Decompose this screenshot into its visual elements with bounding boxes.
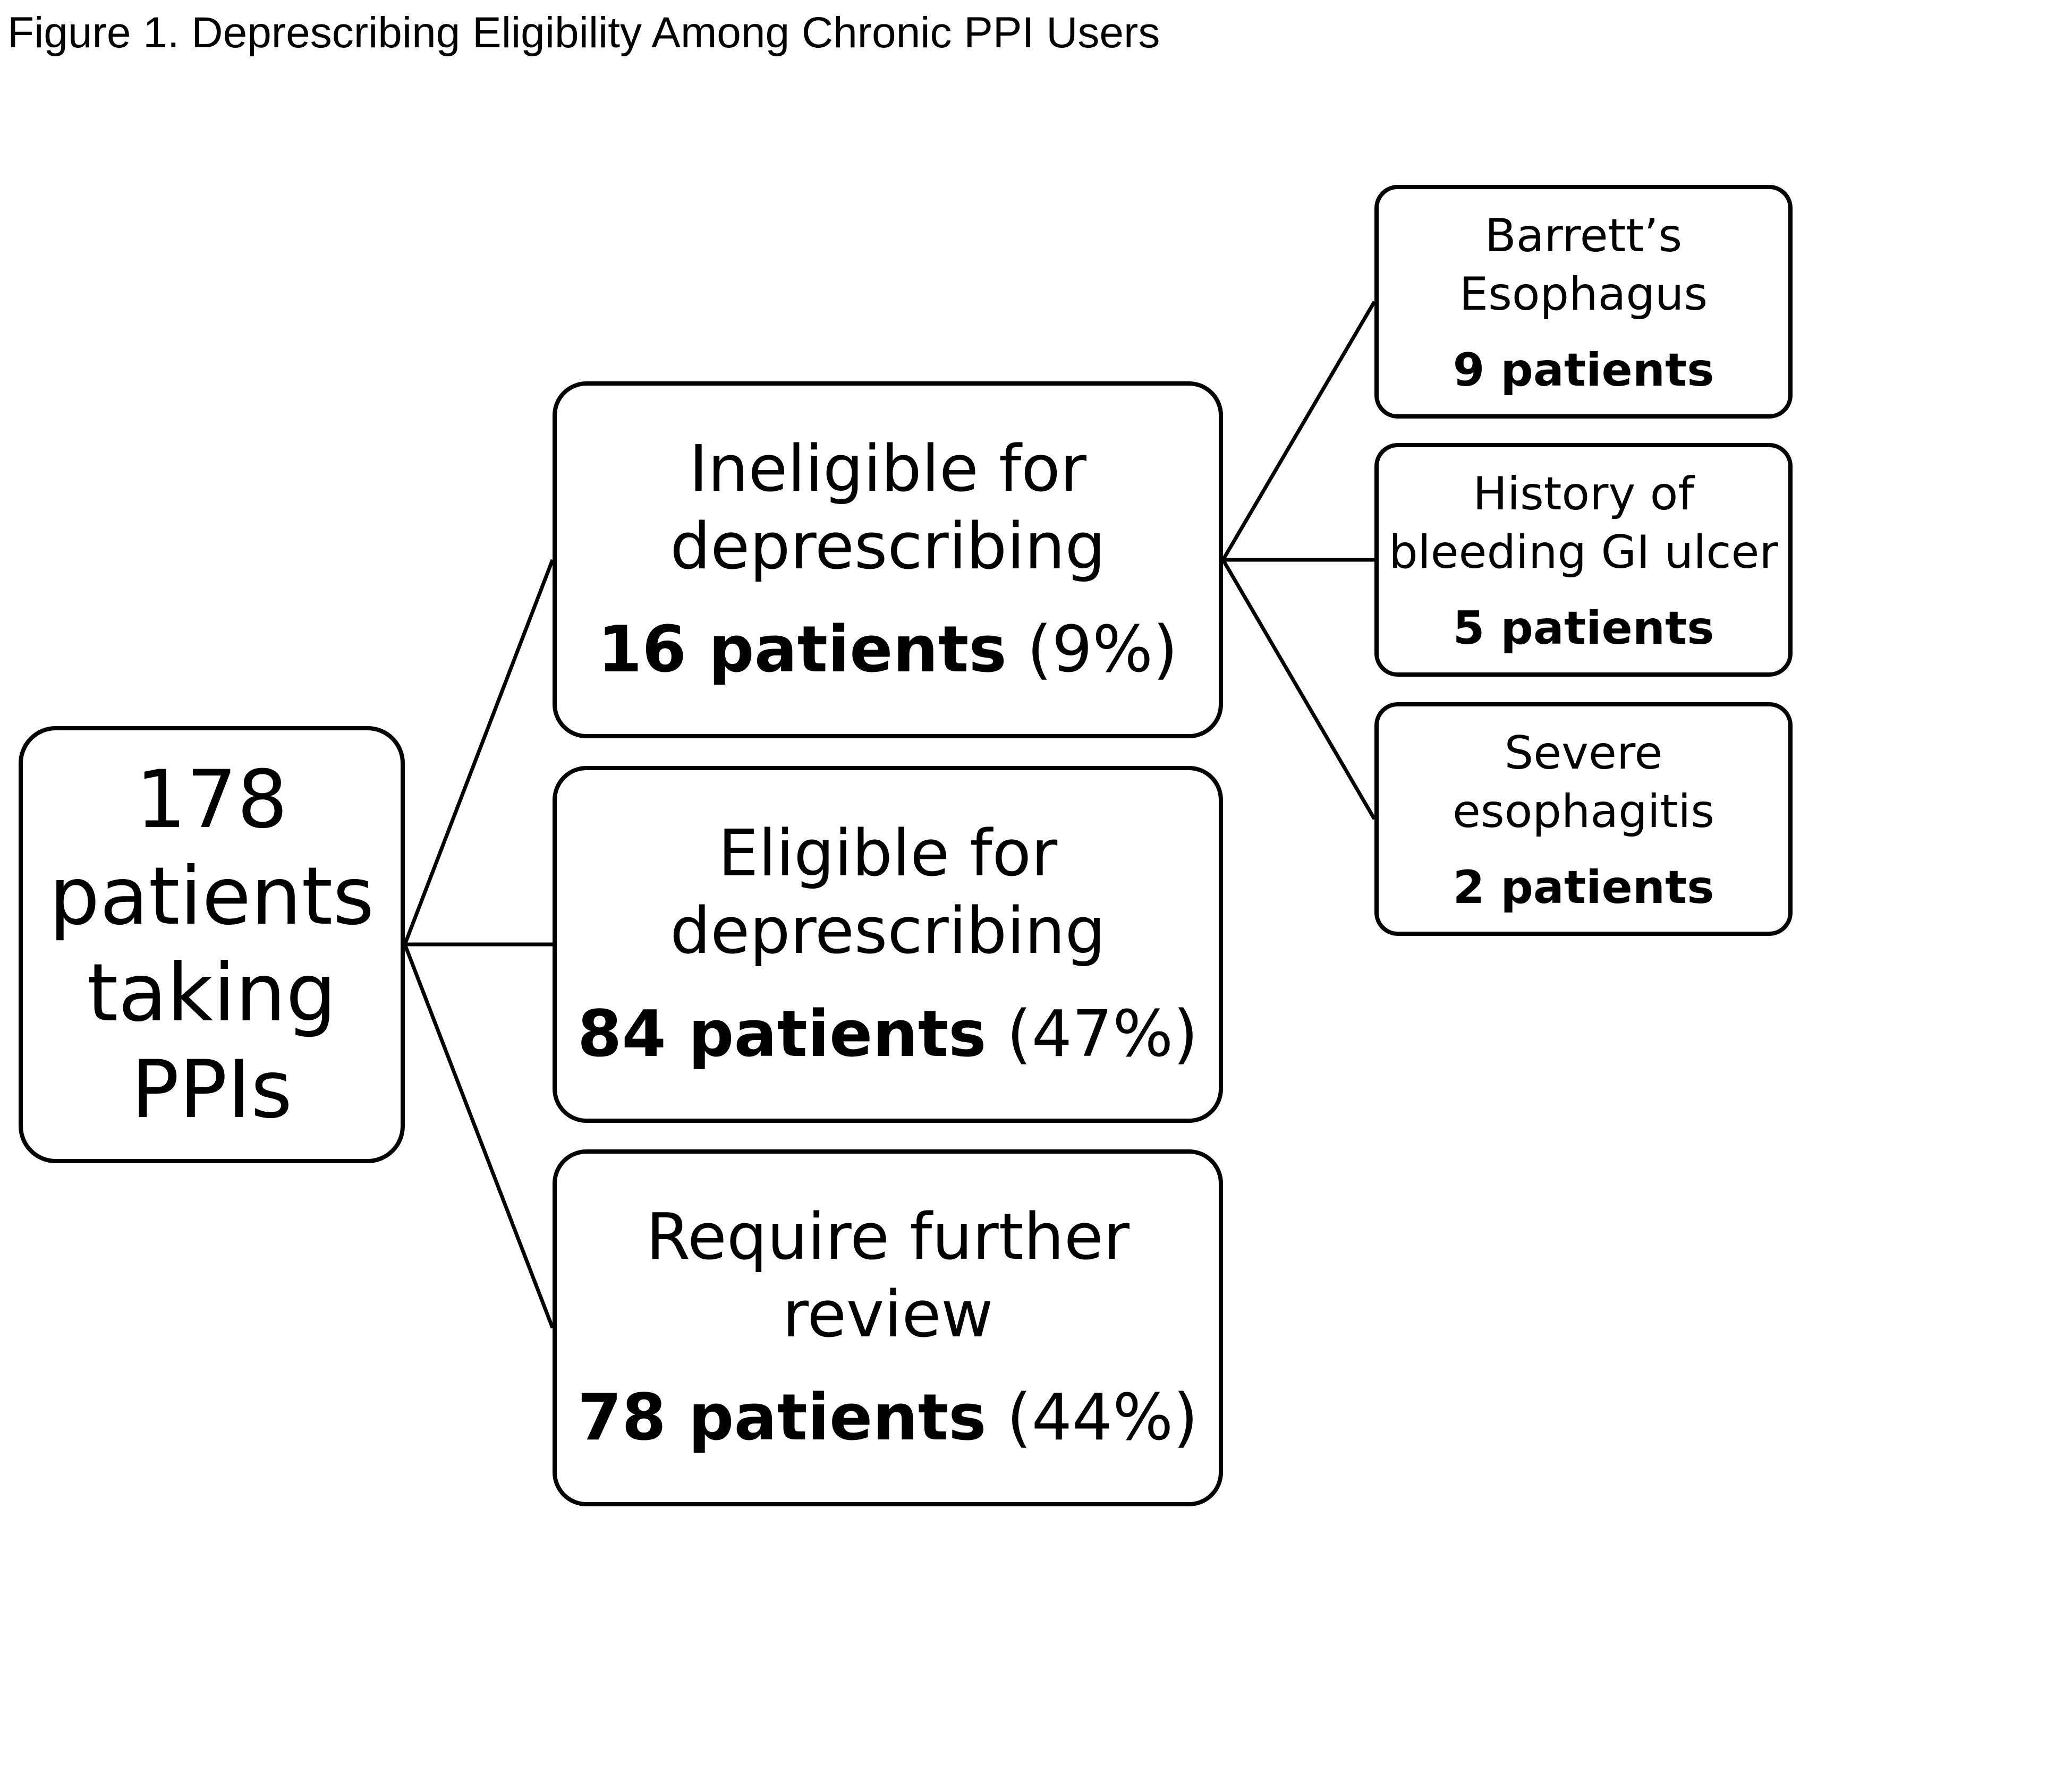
eligible-node-count: 84 patients (47%) <box>578 996 1198 1073</box>
ineligible-node: Ineligible for deprescribing 16 patients… <box>553 381 1223 738</box>
ineligible-node-label: Ineligible for deprescribing <box>670 432 1106 584</box>
bleeding-ulcer-node-count: 5 patients <box>1453 602 1714 655</box>
eligible-node-label: Eligible for deprescribing <box>670 817 1106 968</box>
review-node-count: 78 patients (44%) <box>578 1379 1198 1457</box>
figure-title: Figure 1. Deprescribing Eligibility Amon… <box>7 8 1160 57</box>
barretts-node-count: 9 patients <box>1453 344 1714 397</box>
review-node-label: Require further review <box>646 1200 1130 1352</box>
connector-root-to-ineligible <box>403 559 555 945</box>
esophagitis-node-label: Severe esophagitis <box>1452 727 1715 838</box>
eligible-node: Eligible for deprescribing 84 patients (… <box>553 766 1223 1123</box>
esophagitis-node-count: 2 patients <box>1453 861 1714 914</box>
connector-root-to-review <box>403 943 555 1329</box>
review-percent-value: (44%) <box>1006 1381 1199 1455</box>
barretts-node: Barrett’s Esophagus 9 patients <box>1374 185 1793 419</box>
eligible-count-value: 84 patients <box>577 997 987 1071</box>
bleeding-ulcer-node-label: History of bleeding GI ulcer <box>1389 467 1778 579</box>
bleeding-ulcer-node: History of bleeding GI ulcer 5 patients <box>1374 443 1793 677</box>
eligible-percent-value: (47%) <box>1006 997 1199 1071</box>
root-node-label: 178 patients taking PPIs <box>49 753 375 1136</box>
review-node: Require further review 78 patients (44%) <box>553 1149 1223 1506</box>
ineligible-count-value: 16 patients <box>598 613 1007 687</box>
review-count-value: 78 patients <box>577 1381 987 1455</box>
root-node: 178 patients taking PPIs <box>19 726 405 1163</box>
ineligible-node-count: 16 patients (9%) <box>598 611 1178 689</box>
barretts-node-label: Barrett’s Esophagus <box>1459 209 1708 321</box>
connector-ineligible-to-barretts <box>1221 301 1377 561</box>
connector-ineligible-to-esophagitis <box>1221 559 1377 820</box>
esophagitis-node: Severe esophagitis 2 patients <box>1374 702 1793 936</box>
ineligible-percent-value: (9%) <box>1026 613 1178 687</box>
